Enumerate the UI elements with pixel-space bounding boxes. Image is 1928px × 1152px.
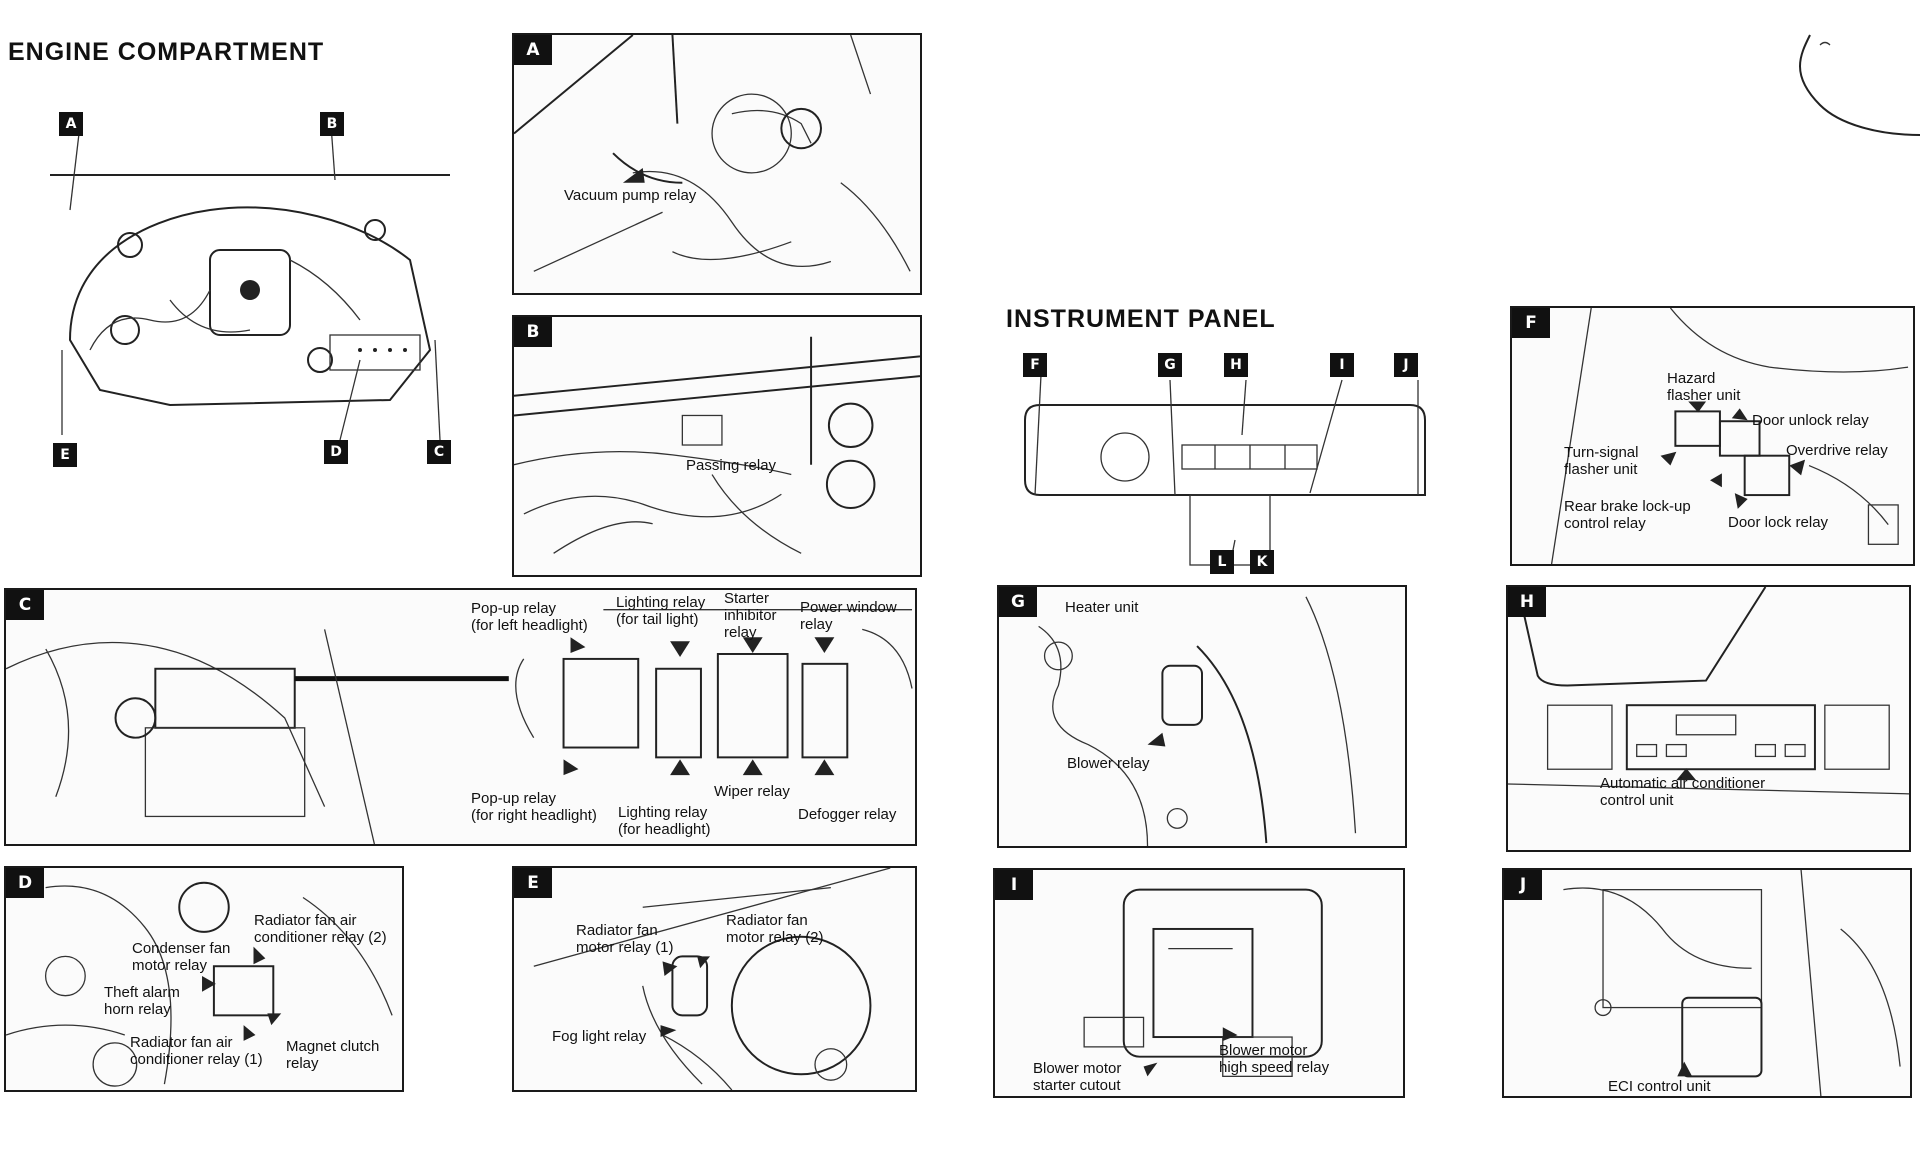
- panel-g: G Heater unit Blower relay: [997, 585, 1407, 848]
- radiator-fan-ac-relay-1-label: Radiator fan air conditioner relay (1): [130, 1034, 263, 1068]
- popup-relay-right-label: Pop-up relay (for right headlight): [471, 790, 597, 824]
- hazard-flasher-unit-label: Hazard flasher unit: [1667, 370, 1741, 404]
- rear-brake-lockup-relay-label: Rear brake lock-up control relay: [1564, 498, 1691, 532]
- defogger-relay-label: Defogger relay: [798, 806, 897, 823]
- panel-d: D Radiator fan air conditioner relay (2)…: [4, 866, 404, 1092]
- panel-h-illustration: [1508, 587, 1909, 795]
- popup-relay-left-label: Pop-up relay (for left headlight): [471, 600, 588, 634]
- door-lock-relay-label: Door lock relay: [1728, 514, 1829, 531]
- instrument-marker-i[interactable]: I: [1330, 353, 1354, 377]
- overdrive-relay-label: Overdrive relay: [1786, 442, 1888, 459]
- condenser-fan-relay-label: Condenser fan motor relay: [132, 940, 231, 974]
- panel-e-illustration: [533, 868, 891, 1090]
- starter-inhibitor-relay-label: Starter inhibitor relay: [724, 590, 777, 641]
- panel-j: J ECI control unit: [1502, 868, 1912, 1098]
- magnet-clutch-relay-label: Magnet clutch relay: [286, 1038, 380, 1072]
- instrument-marker-h[interactable]: H: [1224, 353, 1248, 377]
- blower-motor-high-speed-relay-label: Blower motor high speed relay: [1219, 1042, 1330, 1076]
- panel-a-tag: A: [514, 35, 552, 65]
- power-window-relay-label: Power window relay: [800, 599, 897, 633]
- panel-a: A Vacuum pump relay: [512, 33, 922, 295]
- radiator-fan-motor-relay-2-label: Radiator fan motor relay (2): [726, 912, 824, 946]
- engine-marker-d[interactable]: D: [324, 440, 348, 464]
- eci-control-unit-label: ECI control unit: [1608, 1078, 1711, 1095]
- passing-relay-label: Passing relay: [686, 457, 777, 474]
- instrument-marker-k[interactable]: K: [1250, 550, 1274, 574]
- panel-c-tag: C: [6, 590, 44, 620]
- panel-e: E Radiator fan motor relay (1) Radiator …: [512, 866, 917, 1092]
- panel-i-tag: I: [995, 870, 1033, 900]
- panel-a-illustration: [514, 35, 911, 272]
- panel-f-tag: F: [1512, 308, 1550, 338]
- vacuum-pump-relay-label: Vacuum pump relay: [564, 187, 697, 204]
- panel-j-tag: J: [1504, 870, 1542, 900]
- panel-e-tag: E: [514, 868, 552, 898]
- panel-b-tag: B: [514, 317, 552, 347]
- radiator-fan-ac-relay-2-label: Radiator fan air conditioner relay (2): [254, 912, 387, 946]
- panel-h: H Automatic air conditioner control unit: [1506, 585, 1911, 852]
- panel-i: I Blower motor high speed relay Blower m…: [993, 868, 1405, 1098]
- lighting-relay-tail-label: Lighting relay (for tail light): [616, 594, 706, 628]
- panel-c: C Pop-up relay (for left headlight) Ligh…: [4, 588, 917, 846]
- engine-overview-illustration: [50, 124, 450, 441]
- panel-j-illustration: [1563, 870, 1901, 1096]
- door-unlock-relay-label: Door unlock relay: [1752, 412, 1869, 429]
- instrument-panel-title: INSTRUMENT PANEL: [1006, 305, 1276, 333]
- lighting-relay-head-label: Lighting relay (for headlight): [618, 804, 711, 838]
- panel-d-tag: D: [6, 868, 44, 898]
- automatic-ac-control-unit-label: Automatic air conditioner control unit: [1600, 775, 1766, 809]
- turn-signal-flasher-unit-label: Turn-signal flasher unit: [1564, 444, 1639, 478]
- instrument-overview-illustration: [1024, 374, 1426, 566]
- panel-d-illustration: [6, 881, 393, 1087]
- wiper-relay-label: Wiper relay: [714, 783, 790, 800]
- panel-f-illustration: [1550, 308, 1909, 564]
- heater-unit-label: Heater unit: [1065, 599, 1139, 616]
- fog-light-relay-label: Fog light relay: [552, 1028, 647, 1045]
- blower-motor-starter-cutout-relay-label: Blower motor starter cutout relay: [1033, 1060, 1122, 1096]
- panel-g-illustration: [1038, 596, 1357, 846]
- engine-compartment-title: ENGINE COMPARTMENT: [8, 38, 325, 66]
- engine-marker-a[interactable]: A: [59, 112, 83, 136]
- engine-overview-map: A B C D E: [30, 100, 470, 480]
- engine-marker-b[interactable]: B: [320, 112, 344, 136]
- radiator-fan-motor-relay-1-label: Radiator fan motor relay (1): [576, 922, 674, 956]
- instrument-marker-f[interactable]: F: [1023, 353, 1047, 377]
- panel-b-illustration: [514, 336, 920, 554]
- theft-alarm-relay-label: Theft alarm horn relay: [104, 984, 180, 1018]
- engine-marker-e[interactable]: E: [53, 443, 77, 467]
- corner-scribble: [1799, 34, 1921, 136]
- instrument-marker-g[interactable]: G: [1158, 353, 1182, 377]
- panel-i-illustration: [1083, 888, 1323, 1077]
- blower-relay-label: Blower relay: [1067, 755, 1150, 772]
- panel-b: B Passing relay: [512, 315, 922, 577]
- instrument-marker-j[interactable]: J: [1394, 353, 1418, 377]
- panel-g-tag: G: [999, 587, 1037, 617]
- panel-f: F Hazard flasher unit Door unlock relay …: [1510, 306, 1915, 566]
- panel-c-illustration: [6, 609, 913, 844]
- panel-h-tag: H: [1508, 587, 1546, 617]
- instrument-marker-l[interactable]: L: [1210, 550, 1234, 574]
- engine-marker-c[interactable]: C: [427, 440, 451, 464]
- instrument-overview-map: F G H I J L K: [1010, 345, 1430, 585]
